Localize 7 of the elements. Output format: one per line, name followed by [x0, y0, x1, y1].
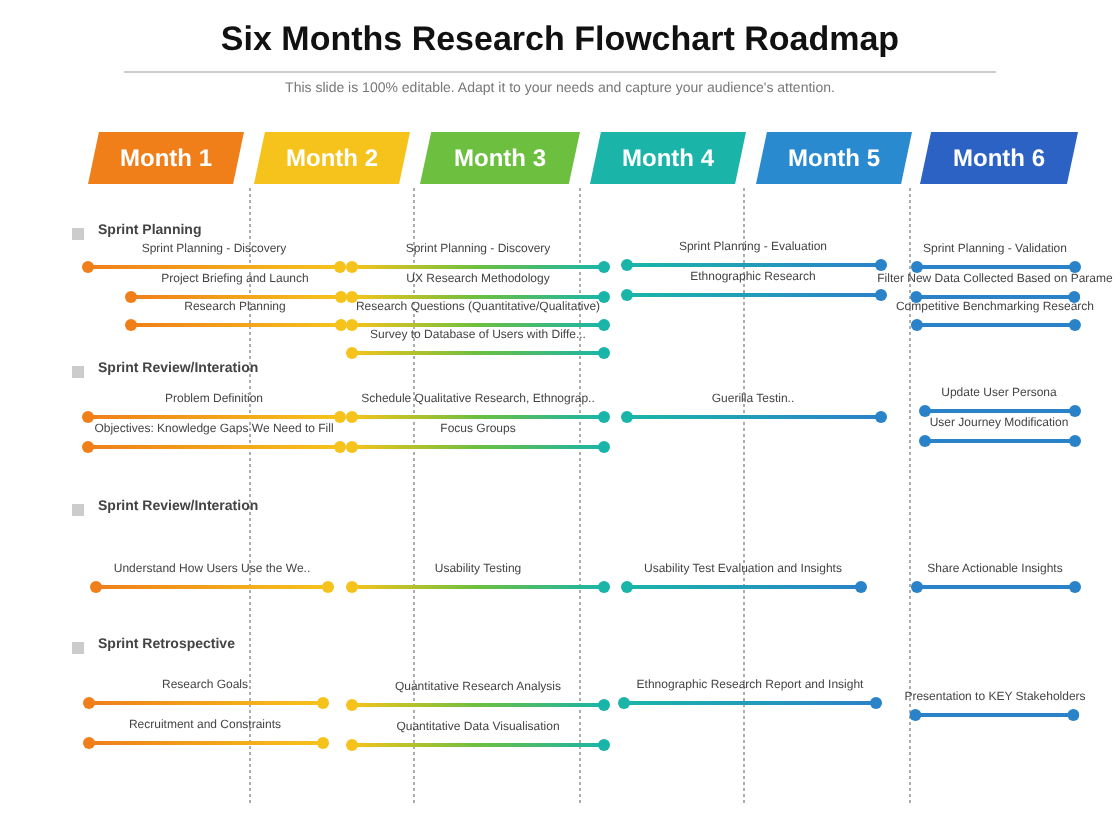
month-banner: Month 2: [254, 132, 410, 184]
title: Six Months Research Flowchart Roadmap: [218, 20, 902, 60]
month-banner: Month 4: [590, 132, 746, 184]
month-banner: Month 6: [920, 132, 1078, 184]
month-banner: Month 3: [420, 132, 580, 184]
month-banner: Month 5: [756, 132, 912, 184]
month-banner: Month 1: [88, 132, 244, 184]
